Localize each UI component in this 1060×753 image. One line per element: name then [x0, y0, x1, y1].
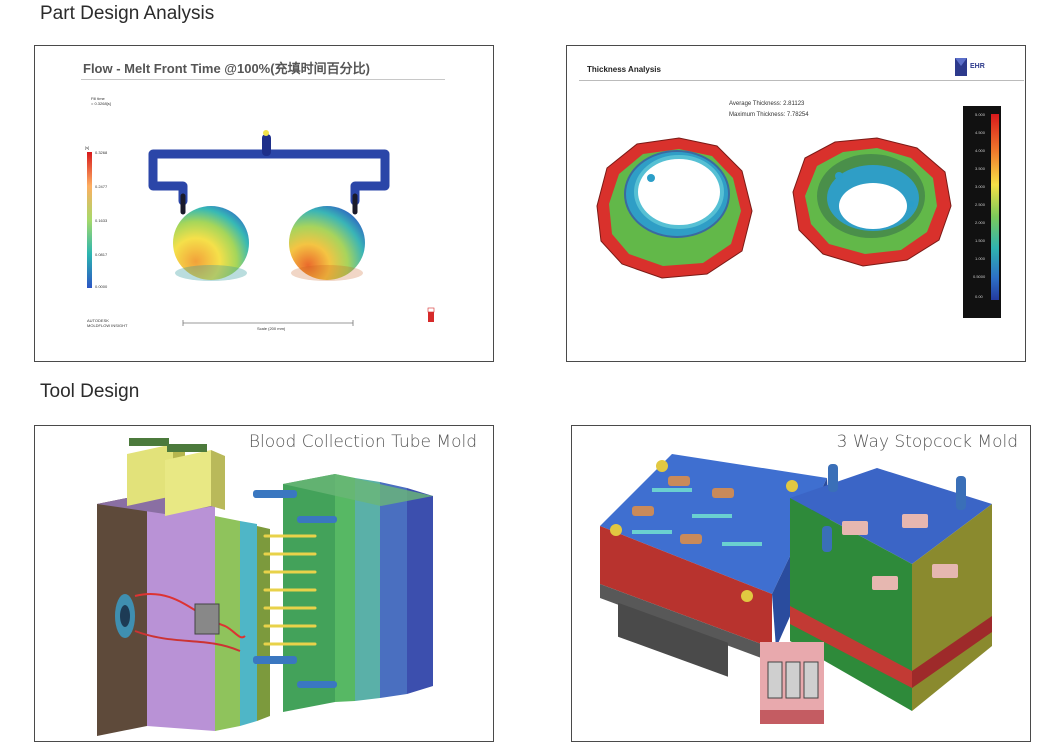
tool-design-heading: Tool Design: [40, 381, 140, 402]
flow-legend-value: 0.3268: [95, 150, 108, 155]
stopcock-mold-panel: 3 Way Stopcock Mold: [571, 425, 1031, 742]
part-design-heading: Part Design Analysis: [40, 3, 215, 24]
thickness-legend-value: 4.000: [975, 148, 986, 153]
flow-legend-value: 0.0817: [95, 252, 108, 257]
fill-time-value: = 0.3268[s]: [91, 101, 111, 106]
thickness-analysis-title: Thickness Analysis: [587, 65, 661, 74]
hot-runner-blocks: [127, 438, 225, 516]
mold-core-half: [283, 474, 433, 712]
ehr-logo: [955, 58, 967, 76]
ring-part-right: [792, 137, 952, 267]
right-disk-part: [289, 206, 365, 280]
axis-triad-icon: [427, 307, 435, 322]
fill-time-label: Fill time: [91, 96, 105, 101]
average-thickness: Average Thickness: 2.81123: [729, 101, 805, 107]
flow-title-divider: [81, 79, 445, 80]
flow-legend-value: 0.2477: [95, 184, 108, 189]
connector-block: [760, 642, 824, 724]
maximum-thickness: Maximum Thickness: 7.78254: [729, 112, 809, 118]
flow-analysis-title: Flow - Melt Front Time @100%(充填时间百分比): [83, 61, 370, 76]
thickness-legend-value: 1.500: [975, 238, 986, 243]
blood-collection-mold-title: Blood Collection Tube Mold: [248, 432, 477, 452]
scale-label: Scale (200 mm): [257, 326, 286, 331]
flow-analysis-figure: [87, 130, 435, 326]
flow-legend-unit: [s]: [85, 145, 90, 150]
thickness-analysis-panel: Thickness Analysis EHR Average Thickness…: [566, 45, 1026, 362]
blood-collection-mold-render: [97, 438, 433, 736]
stopcock-mold-render: [600, 454, 992, 724]
thickness-legend-value: 1.000: [975, 256, 986, 261]
logo-text: EHR: [970, 63, 985, 70]
thickness-legend-value: 2.000: [975, 220, 986, 225]
moldflow-label: MOLDFLOW INSIGHT: [87, 323, 128, 328]
thickness-legend-value: 3.000: [975, 184, 986, 189]
thickness-analysis-figure: [596, 58, 1001, 318]
flow-legend-value: 0.1633: [95, 218, 108, 223]
runner-system: [148, 130, 390, 215]
thickness-legend-value: 2.500: [975, 202, 986, 207]
thickness-legend-value: 5.000: [975, 112, 986, 117]
thickness-title-divider: [579, 80, 1024, 81]
thickness-legend-value: 3.500: [975, 166, 986, 171]
flow-legend-bar: [87, 152, 92, 288]
blood-collection-tube-mold-panel: Blood Collection Tube Mold: [34, 425, 494, 742]
flow-analysis-panel: Flow - Melt Front Time @100%(充填时间百分比) Fi…: [34, 45, 494, 362]
thickness-legend-value: 0.5000: [973, 274, 986, 279]
left-disk-part: [173, 206, 249, 280]
thickness-legend-value: 4.500: [975, 130, 986, 135]
flow-legend-value: 0.0000: [95, 284, 108, 289]
ring-part-left: [596, 137, 753, 279]
stopcock-mold-title: 3 Way Stopcock Mold: [836, 432, 1018, 452]
autodesk-label: AUTODESK: [87, 318, 109, 323]
thickness-legend-value: 0.00: [975, 294, 983, 299]
mold-cavity-half: [600, 454, 830, 677]
